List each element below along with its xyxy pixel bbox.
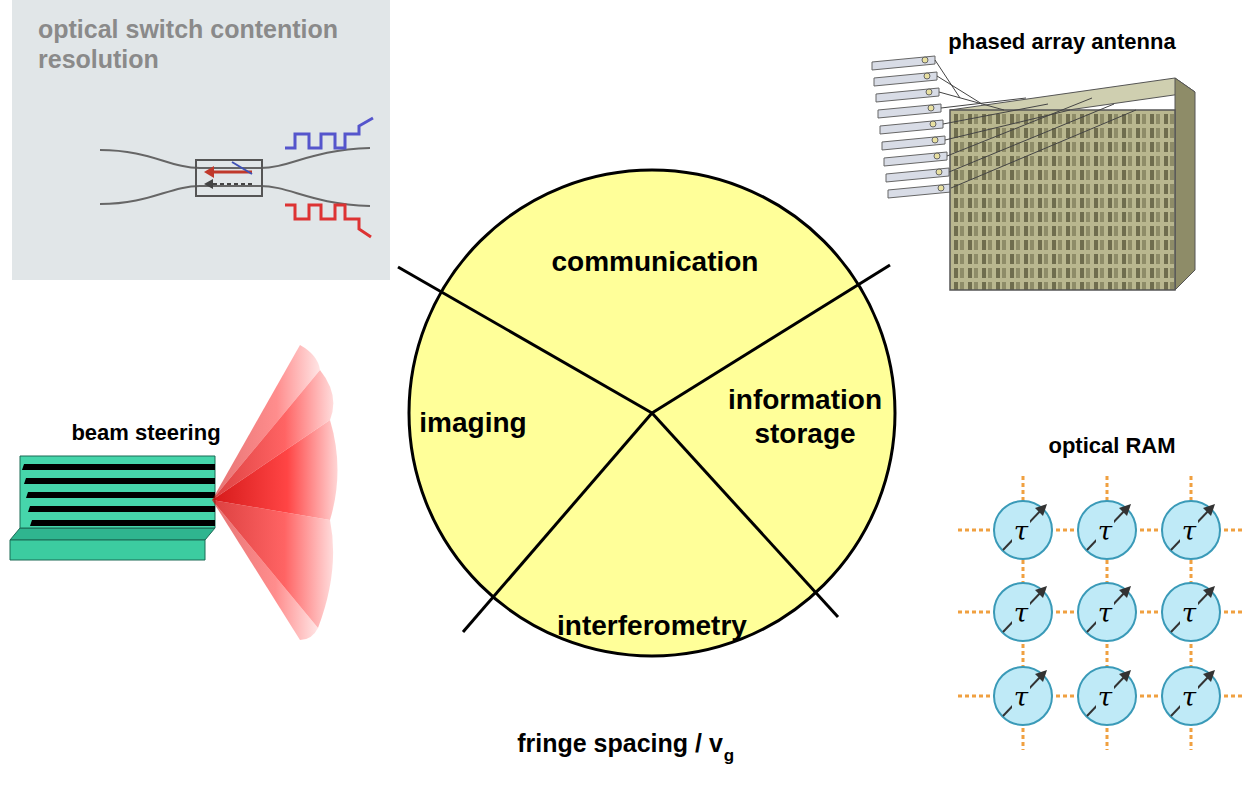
sector-node: information storage (710, 383, 900, 450)
sector-label: interferometry (522, 609, 782, 643)
tau-symbol: τ (1096, 517, 1114, 546)
tau-symbol: τ (1012, 517, 1030, 546)
tau-symbol: τ (1180, 599, 1198, 628)
sector-label: imaging (393, 406, 553, 440)
caption: beam steering (71, 421, 220, 445)
sector-node: imaging (393, 406, 553, 440)
subscript: g (724, 747, 734, 766)
caption: optical RAM (1048, 434, 1175, 458)
caption: phased array antenna (948, 30, 1175, 54)
switch-waveguides (100, 148, 370, 206)
panel-node: optical switch contention resolution (38, 14, 358, 74)
tau-symbol: τ (1012, 683, 1030, 712)
red-pulse (285, 205, 371, 237)
blue-pulse (285, 118, 373, 148)
tau-symbol: τ (1096, 683, 1114, 712)
tau-symbol: τ (1180, 517, 1198, 546)
tau-symbol: τ (1012, 599, 1030, 628)
panel-title: optical switch contention resolution (38, 14, 358, 74)
sector-label: communication (525, 245, 785, 279)
switch-panel (12, 0, 390, 280)
axis-caption: fringe spacing / v (517, 730, 723, 758)
tau-symbol: τ (1096, 599, 1114, 628)
switch-arrows (204, 162, 252, 189)
tau-symbol: τ (1180, 683, 1198, 712)
phased-array-drawing (872, 56, 1195, 290)
optical-ram-grid (958, 476, 1245, 750)
sector-node: communication (525, 245, 785, 279)
sector-node: interferometry (522, 609, 782, 643)
beam-steering-drawing (10, 345, 338, 640)
sector-label: information storage (710, 383, 900, 450)
